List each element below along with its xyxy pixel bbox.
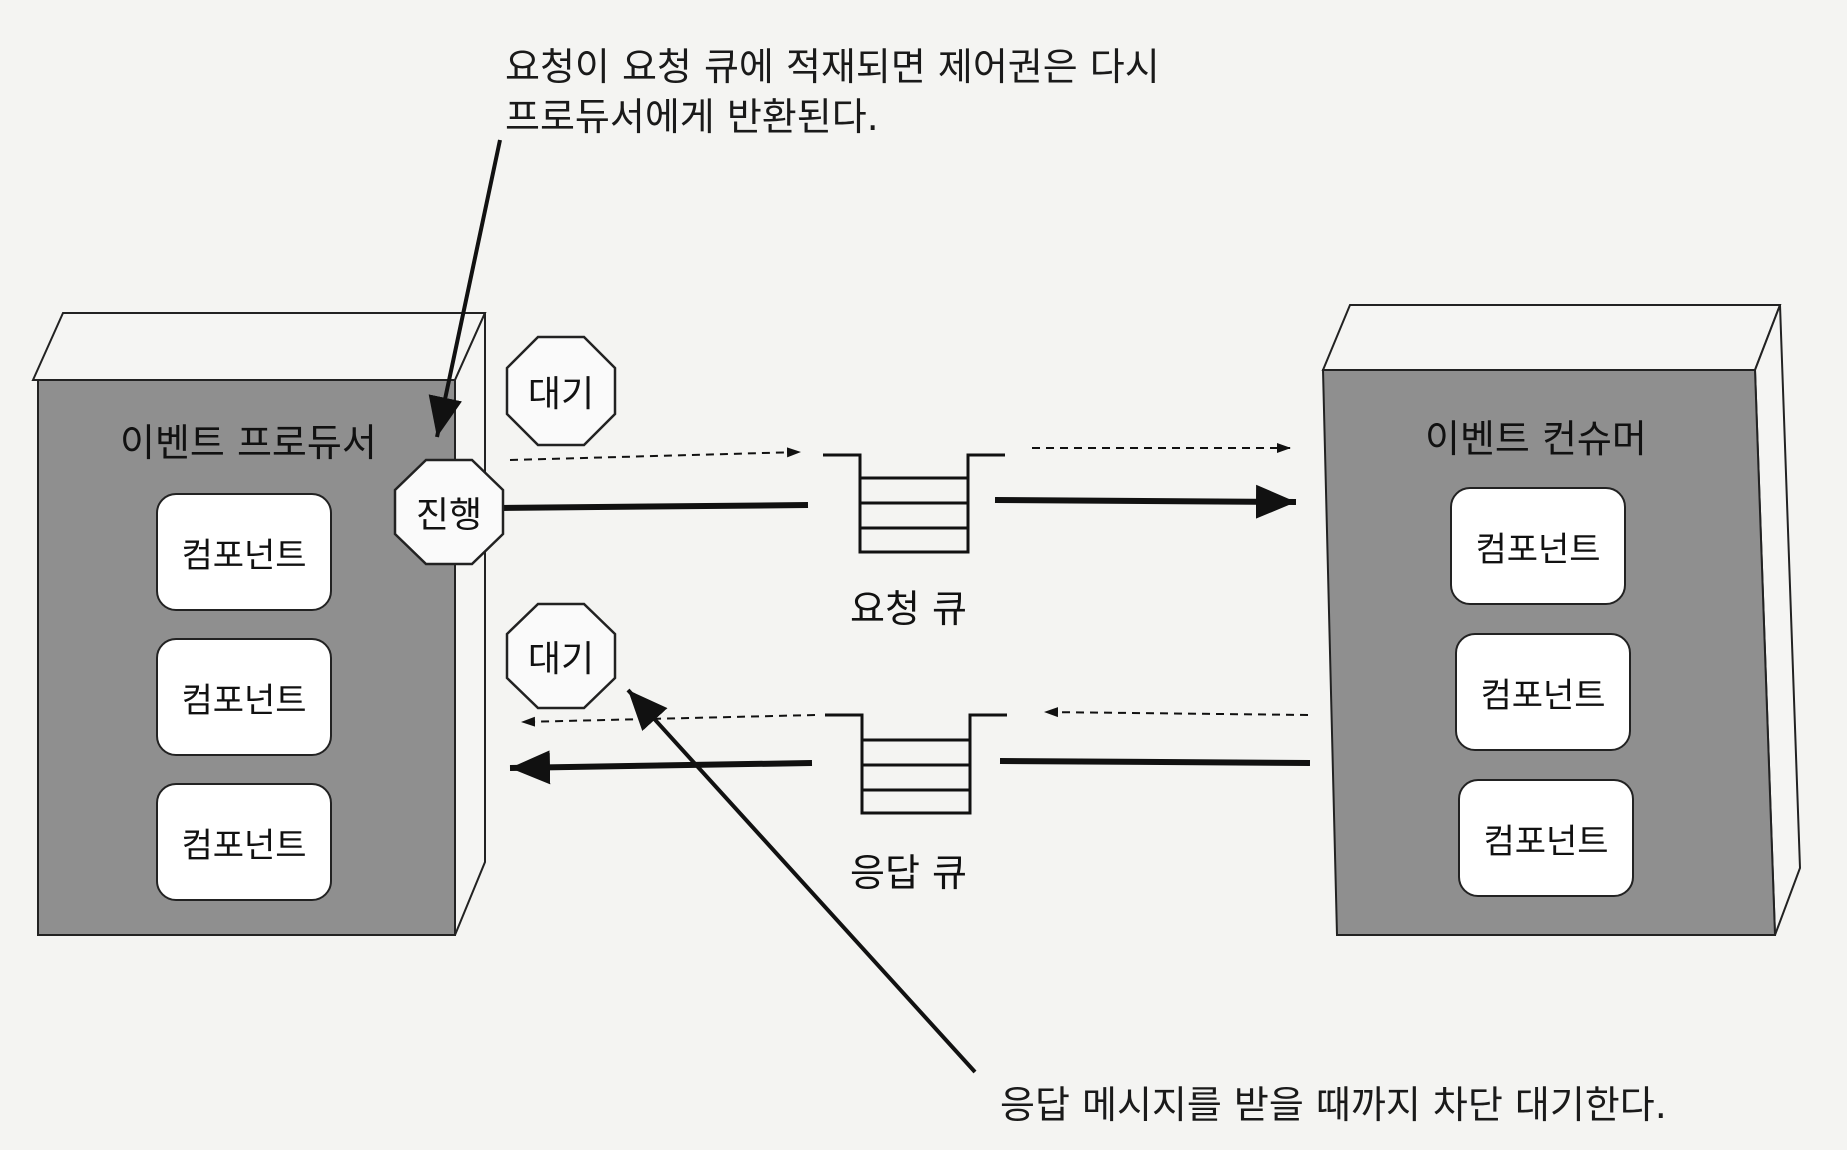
response-dashed-arrow-left [521,714,816,727]
response-queue-label: 응답 큐 [850,851,967,895]
consumer-component-2: 컴포넌트 [1455,633,1631,751]
wait-badge-top: 대기 [505,335,617,447]
response-dashed-arrow-right [1044,707,1309,718]
consumer-component-3: 컴포넌트 [1458,779,1634,897]
bottom-annotation: 응답 메시지를 받을 때까지 차단 대기한다. [1000,1080,1667,1130]
wait-badge-bottom-label: 대기 [527,639,595,680]
producer-component-3: 컴포넌트 [156,783,332,901]
producer-title: 이벤트 프로듀서 [120,421,377,465]
request-solid-line-left [499,502,809,511]
proceed-badge-label: 진행 [415,495,483,536]
producer-box-top [31,312,487,381]
wait-badge-top-label: 대기 [527,374,595,415]
bottom-annotation-pointer [626,688,977,1074]
response-solid-arrow-left [509,750,813,785]
top-annotation-line2: 프로듀서에게 반환된다. [505,95,879,140]
consumer-title: 이벤트 컨슈머 [1425,417,1647,461]
response-solid-line-right [999,758,1311,766]
bottom-annotation-text: 응답 메시지를 받을 때까지 차단 대기한다. [1000,1083,1667,1127]
top-annotation: 요청이 요청 큐에 적재되면 제어권은 다시 프로듀서에게 반환된다. [505,42,1160,142]
top-annotation-line1: 요청이 요청 큐에 적재되면 제어권은 다시 [505,45,1160,89]
request-queue-label: 요청 큐 [850,587,967,631]
consumer-box-top [1321,304,1782,371]
request-dashed-arrow-left [509,447,801,461]
octagon-shape [505,335,617,447]
octagon-shape [505,602,617,710]
response-queue [825,713,1007,815]
proceed-badge: 진행 [393,458,505,566]
consumer-component-1: 컴포넌트 [1450,487,1626,605]
producer-component-2: 컴포넌트 [156,638,332,756]
producer-component-1: 컴포넌트 [156,493,332,611]
producer-box-side [454,312,486,936]
octagon-shape [393,458,505,566]
top-annotation-pointer [428,139,502,438]
wait-badge-bottom: 대기 [505,602,617,710]
request-solid-arrow-right [994,484,1297,519]
request-queue [823,453,1005,554]
